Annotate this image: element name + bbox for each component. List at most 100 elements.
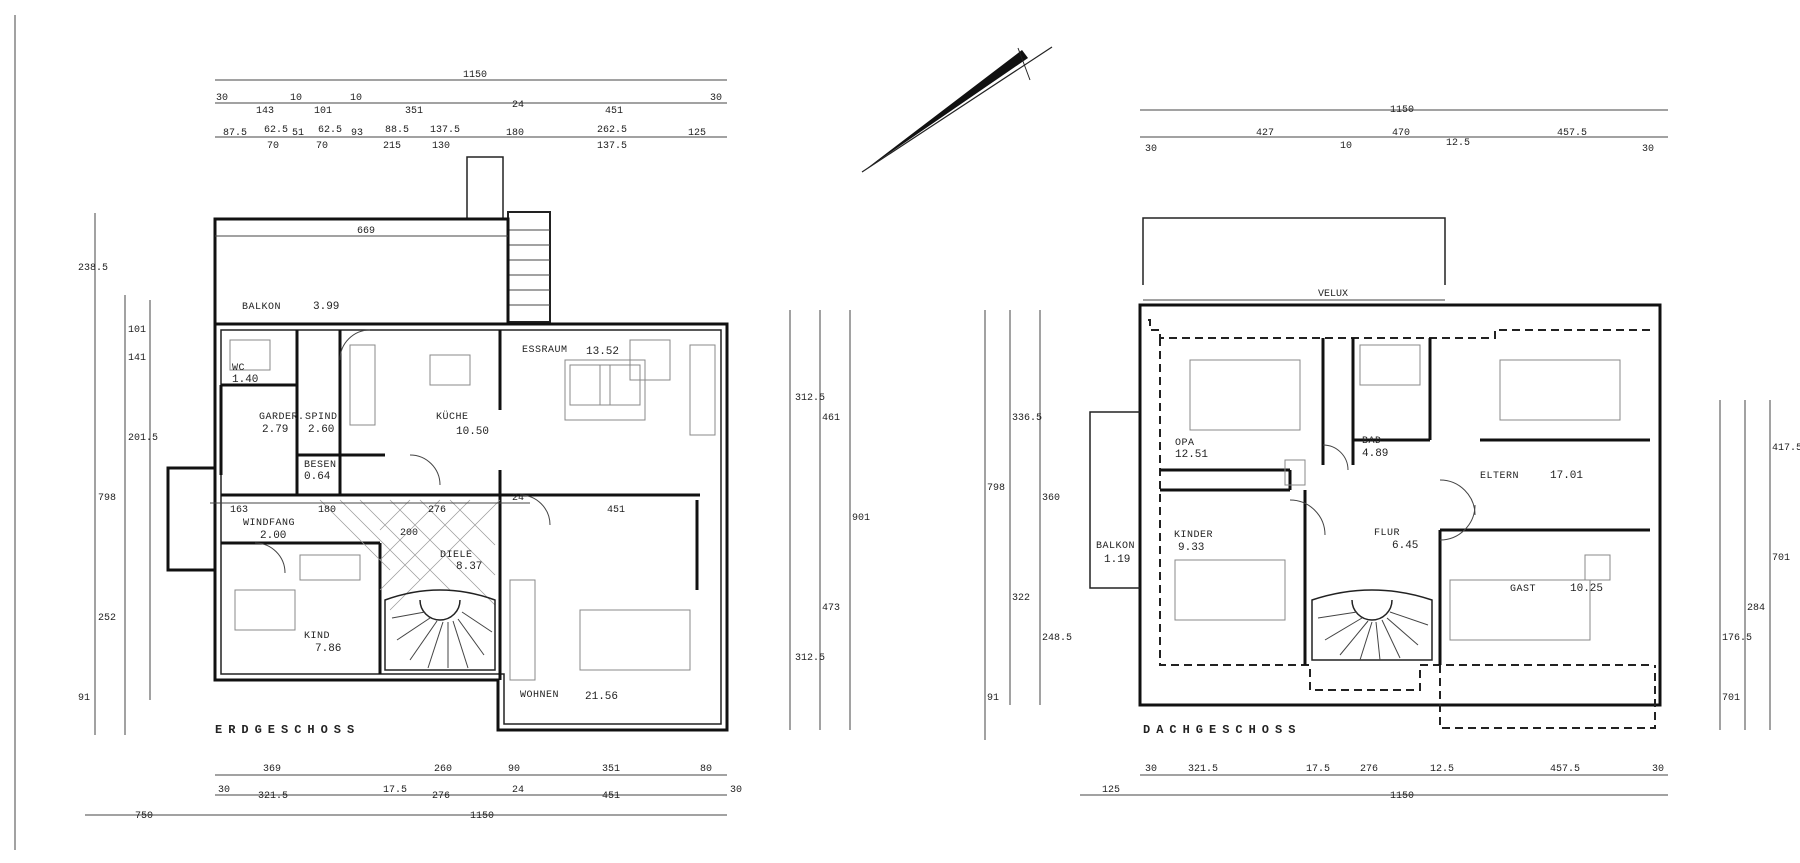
gf-dim-right: 901	[852, 513, 870, 524]
df-dim-top: 30	[1145, 144, 1157, 155]
gf-dim-left: 798	[98, 493, 116, 504]
gf-interior-walls	[219, 330, 700, 680]
df-dim-top-overall: 1150	[1390, 105, 1414, 116]
gf-dim-top2: 180	[506, 128, 524, 139]
df-dim-bottom-overall: 1150	[1390, 791, 1414, 802]
gf-room-name: WOHNEN	[520, 690, 559, 701]
gf-inner-dimensions: 163 180 276 451 24 200	[210, 493, 625, 539]
df-dim-bottom: 30	[1652, 764, 1664, 775]
df-dim-left: 248.5	[1042, 633, 1072, 644]
df-room-area: 12.51	[1175, 449, 1208, 461]
gf-balcony-width: 669	[357, 226, 375, 237]
gf-spiral-stair	[384, 589, 496, 671]
gf-dim-bottom: 90	[508, 764, 520, 775]
gf-dim-right: 312.5	[795, 393, 825, 404]
gf-left-dimensions: 238.5 141 101 201.5 798 252 91	[78, 213, 158, 735]
gf-dim-top: 30	[216, 93, 228, 104]
gf-dim-right: 473	[822, 603, 840, 614]
attic-floor-plan: 1150 30 427 10 470 12.5 457.5 30 VELUX	[984, 105, 1800, 802]
gf-dim-top2: 125	[688, 128, 706, 139]
df-dim-bottom: 321.5	[1188, 764, 1218, 775]
df-room-name: GAST	[1510, 584, 1536, 595]
gf-room-area: 3.99	[313, 301, 339, 313]
df-room-area: 6.45	[1392, 540, 1418, 552]
gf-room-area: 2.79	[262, 424, 288, 436]
df-outer-wall	[1138, 303, 1662, 707]
df-top-dimensions: 1150 30 427 10 470 12.5 457.5 30	[1140, 105, 1668, 155]
gf-dim-top2-sub: 137.5	[597, 141, 627, 152]
gf-dim-left: 252	[98, 613, 116, 624]
gf-dim-bottom2: 30	[218, 785, 230, 796]
gf-room-name: WC	[232, 363, 245, 374]
gf-dim-top2: 137.5	[430, 125, 460, 136]
gf-dim-bottom2: 451	[602, 791, 620, 802]
gf-dim-top2: 62.5	[264, 125, 288, 136]
gf-dim-bottom2: 17.5	[383, 785, 407, 796]
gf-dim-bottom2: 276	[432, 791, 450, 802]
gf-dim-top: 24	[512, 100, 524, 111]
df-dim-top: 457.5	[1557, 128, 1587, 139]
gf-dim-bottom-overall: 1150	[470, 811, 494, 822]
df-dim-right: 701	[1772, 553, 1790, 564]
gf-dim-top2-sub: 70	[267, 141, 279, 152]
gf-room-name: BALKON	[242, 302, 281, 313]
df-furniture	[1174, 344, 1621, 641]
df-room-name: BALKON	[1096, 541, 1135, 552]
gf-dim-left: 201.5	[128, 433, 158, 444]
gf-dim-top2: 62.5	[318, 125, 342, 136]
df-dim-bottom: 276	[1360, 764, 1378, 775]
gf-room-area: 2.00	[260, 530, 286, 542]
gf-dim-top2: 51	[292, 128, 304, 139]
df-dim-top: 30	[1642, 144, 1654, 155]
gf-room-name: WINDFANG	[243, 518, 295, 529]
gf-dim-bottom2: 24	[512, 785, 524, 796]
df-dim-right: 417.5	[1772, 443, 1800, 454]
gf-room-name: SPIND	[305, 412, 338, 423]
gf-top-dimensions: 1150 30 143 10 101 10 351 24 451 30 87.5…	[215, 70, 727, 152]
df-dim-right: 701	[1722, 693, 1740, 704]
gf-dim-bottom: 351	[602, 764, 620, 775]
gf-dim-top-overall: 1150	[463, 70, 487, 81]
gf-dim-top2-sub: 70	[316, 141, 328, 152]
gf-dim-top: 143	[256, 106, 274, 117]
gf-floor-title: ERDGESCHOSS	[215, 723, 360, 737]
gf-dim-bottom: 80	[700, 764, 712, 775]
df-room-area: 10.25	[1570, 583, 1603, 595]
gf-inner-dim: 451	[607, 505, 625, 516]
gf-room-area: 13.52	[586, 346, 619, 358]
gf-dim-top: 10	[290, 93, 302, 104]
df-room-name: OPA	[1175, 438, 1195, 449]
df-dim-bottom: 17.5	[1306, 764, 1330, 775]
df-dim-top: 10	[1340, 141, 1352, 152]
gf-bottom-dimensions: 369 260 90 351 80 30 321.5 17.5 276 24 4…	[85, 764, 742, 822]
df-room-name: ELTERN	[1480, 471, 1519, 482]
df-right-dimensions: 417.5 701 176.5 284 701	[1719, 400, 1800, 730]
df-dim-top: 427	[1256, 128, 1274, 139]
gf-dim-left: 238.5	[78, 263, 108, 274]
df-doors	[1289, 444, 1476, 541]
north-arrow-icon	[861, 46, 1053, 173]
gf-inner-dim: 24	[512, 493, 524, 504]
df-dim-left: 336.5	[1012, 413, 1042, 424]
gf-dim-top2-sub: 215	[383, 141, 401, 152]
df-room-name: KINDER	[1174, 530, 1213, 541]
df-room-area: 17.01	[1550, 470, 1583, 482]
df-dim-right: 176.5	[1722, 633, 1752, 644]
df-room-name: FLUR	[1374, 528, 1400, 539]
df-spiral-stair	[1311, 589, 1433, 661]
gf-room-area: 10.50	[456, 426, 489, 438]
df-dim-bottom: 12.5	[1430, 764, 1454, 775]
gf-dim-top: 351	[405, 106, 423, 117]
df-knee-wall	[1148, 319, 1650, 691]
gf-room-name: KÜCHE	[436, 410, 469, 423]
gf-room-labels: BALKON 3.99 WC 1.40 GARDER. 2.79 SPIND 2…	[232, 301, 619, 703]
gf-dim-top2: 262.5	[597, 125, 627, 136]
df-dim-left: 798	[987, 483, 1005, 494]
df-dim-top: 12.5	[1446, 138, 1470, 149]
ground-floor-plan: 1150 30 143 10 101 10 351 24 451 30 87.5…	[78, 70, 870, 822]
df-dim-left: 91	[987, 693, 999, 704]
gf-dim-left: 101	[128, 325, 146, 336]
gf-dim-right: 312.5	[795, 653, 825, 664]
gf-dim-top: 101	[314, 106, 332, 117]
